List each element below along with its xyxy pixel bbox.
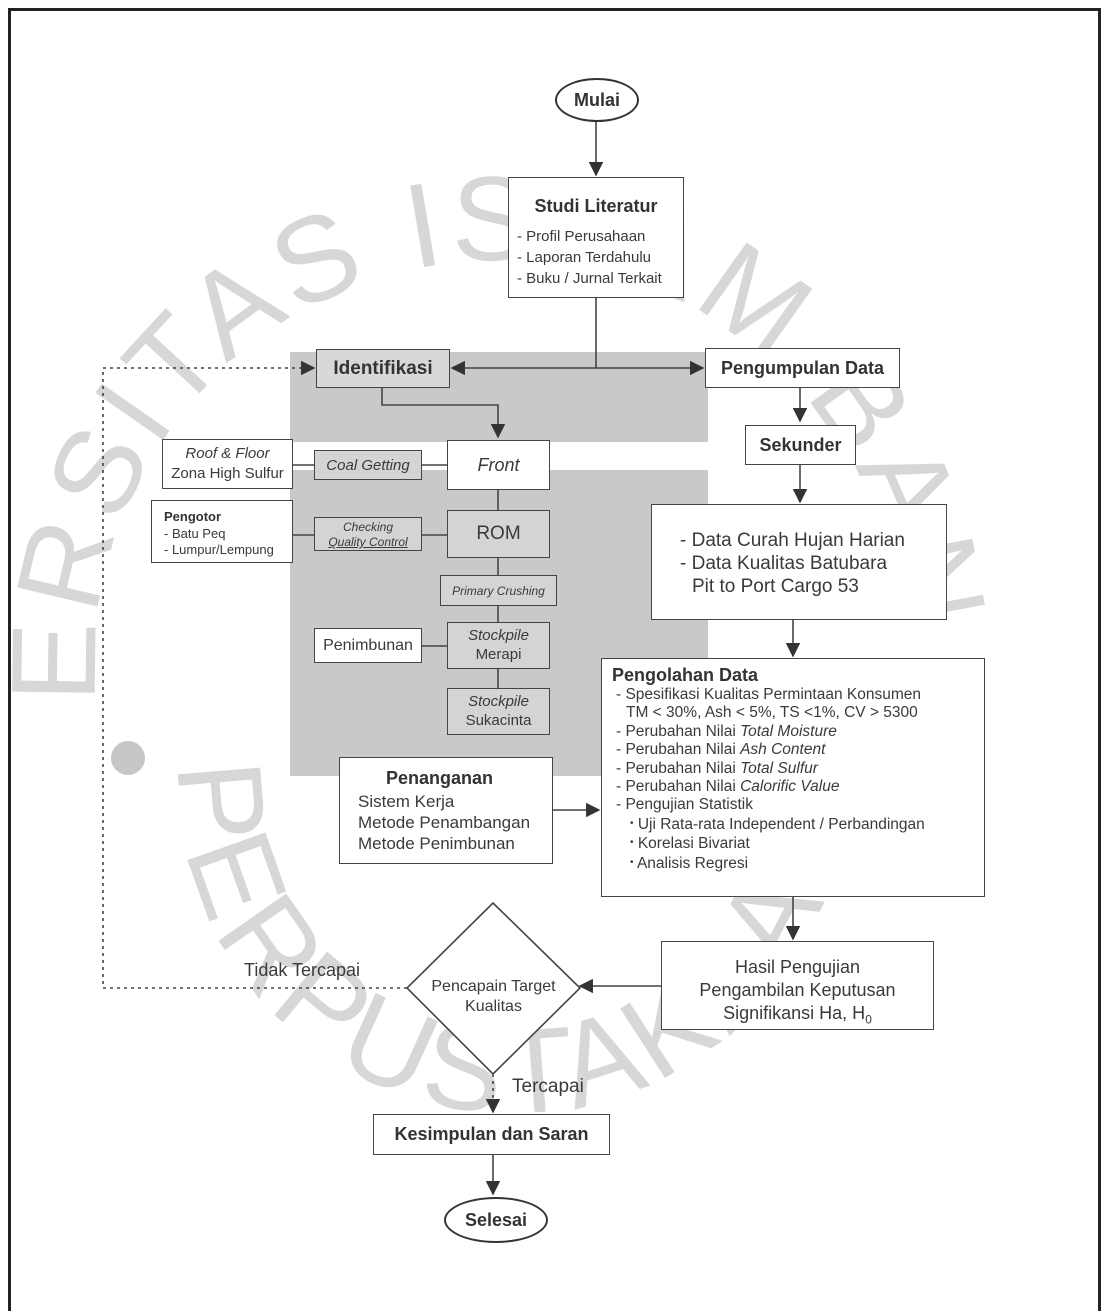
primary-crushing-label: Primary Crushing [452, 583, 545, 598]
penimbunan-box: Penimbunan [314, 628, 422, 663]
change-line-sulfur: - Perubahan Nilai Total Sulfur [616, 760, 925, 778]
data-list-text: - Data Curah Hujan Harian - Data Kualita… [680, 529, 905, 598]
pencapaian-text: Pencapain Target Kualitas [407, 977, 580, 1017]
bullet-icon: • [630, 817, 634, 829]
data-line: Pit to Port Cargo 53 [692, 576, 859, 597]
end-label: Selesai [464, 1209, 528, 1230]
tidak-tercapai-label: Tidak Tercapai [244, 960, 361, 980]
primary-crushing-box: Primary Crushing [440, 575, 557, 606]
arrow-tidak-tercapai-loop [102, 360, 407, 989]
spec-line: - Spesifikasi Kualitas Permintaan Konsum… [616, 686, 921, 703]
change-line-ash: - Perubahan Nilai Ash Content [616, 741, 925, 759]
stat-item: Korelasi Bivariat [637, 835, 750, 853]
pengotor-box: Pengotor - Batu Peq - Lumpur/Lempung [151, 500, 293, 563]
studi-literatur-box: Studi Literatur - Profil Perusahaan - La… [508, 177, 684, 298]
pengumpulan-data-label: Pengumpulan Data [720, 357, 885, 378]
sekunder-box: Sekunder [745, 425, 856, 465]
change-prefix: - Perubahan Nilai [616, 759, 741, 777]
start-label: Mulai [573, 89, 620, 110]
data-line: - Data Kualitas Batubara [680, 553, 888, 574]
stat-title: - Pengujian Statistik [616, 796, 753, 814]
stockpile-sukacinta-line1: Stockpile [468, 693, 529, 710]
change-param: Total Sulfur [740, 759, 818, 777]
pengolahan-data-box: Pengolahan Data - Spesifikasi Kualitas P… [601, 658, 985, 897]
coal-getting-box: Coal Getting [314, 450, 422, 480]
hasil-line1: Hasil Pengujian [734, 957, 861, 977]
stockpile-merapi-box: Stockpile Merapi [447, 622, 550, 669]
pencapaian-line1: Pencapain Target [431, 978, 556, 995]
rom-label: ROM [476, 523, 521, 544]
pengumpulan-data-box: Pengumpulan Data [705, 348, 900, 388]
start-node: Mulai [555, 78, 639, 122]
penimbunan-label: Penimbunan [323, 636, 413, 654]
penanganan-item: Metode Penambangan [358, 813, 531, 832]
tercapai-label: Tercapai [512, 1076, 584, 1097]
penanganan-list: Sistem Kerja Metode Penambangan Metode P… [358, 791, 530, 854]
change-param: Ash Content [740, 741, 826, 759]
penanganan-item: Sistem Kerja [358, 792, 455, 811]
hasil-line3-sub: 0 [865, 1012, 872, 1027]
studi-item: - Profil Perusahaan [517, 228, 646, 245]
coal-getting-label: Coal Getting [326, 456, 410, 474]
stockpile-sukacinta-line2: Sukacinta [465, 712, 532, 729]
roof-floor-line1: Roof & Floor [185, 445, 270, 462]
change-prefix: - Perubahan Nilai [616, 778, 741, 796]
change-param: Total Moisture [740, 722, 837, 740]
kesimpulan-box: Kesimpulan dan Saran [373, 1114, 610, 1155]
pengotor-title: Pengotor [164, 509, 222, 524]
pencapaian-diamond [405, 901, 582, 1076]
penanganan-item: Metode Penimbunan [358, 834, 515, 853]
bullet-icon: • [630, 837, 634, 849]
penanganan-box: Penanganan Sistem Kerja Metode Penambang… [339, 757, 553, 864]
stat-item: Uji Rata-rata Independent / Perbandingan [637, 815, 925, 833]
hasil-box: Hasil Pengujian Pengambilan Keputusan Si… [661, 941, 934, 1030]
stockpile-merapi-line2: Merapi [475, 646, 522, 663]
pengotor-item: - Lumpur/Lempung [164, 542, 274, 557]
pengolahan-list: - Spesifikasi Kualitas Permintaan Konsum… [616, 686, 925, 873]
studi-item: - Buku / Jurnal Terkait [517, 270, 662, 287]
stat-item-line: • Uji Rata-rata Independent / Perbanding… [616, 815, 925, 834]
data-line: - Data Curah Hujan Harian [680, 530, 905, 551]
change-param: Calorific Value [740, 778, 840, 796]
checking-box: Checking Quality Control [314, 517, 422, 551]
change-line-moisture: - Perubahan Nilai Total Moisture [616, 723, 925, 741]
bullet-icon: • [630, 856, 634, 868]
change-line-calorific: - Perubahan Nilai Calorific Value [616, 778, 925, 796]
front-label: Front [477, 454, 520, 475]
studi-literatur-title: Studi Literatur [534, 196, 658, 216]
front-box: Front [447, 440, 550, 490]
stat-item-line: • Analisis Regresi [616, 854, 925, 873]
arrow-identifikasi-front [381, 388, 506, 439]
pengotor-item: - Batu Peq [164, 526, 226, 541]
roof-floor-line2: Zona High Sulfur [171, 465, 284, 482]
change-prefix: - Perubahan Nilai [616, 741, 741, 759]
page-frame-right [1098, 8, 1101, 1311]
hasil-line3-main: Signifikansi Ha, H [723, 1003, 866, 1023]
sekunder-label: Sekunder [759, 434, 842, 455]
stat-item-line: • Korelasi Bivariat [616, 834, 925, 853]
pencapaian-line2: Kualitas [465, 998, 522, 1015]
stockpile-merapi-line1: Stockpile [468, 627, 529, 644]
page-frame [8, 8, 1099, 1311]
identifikasi-label: Identifikasi [333, 357, 433, 379]
end-node: Selesai [444, 1197, 548, 1243]
studi-item: - Laporan Terdahulu [517, 249, 651, 266]
roof-floor-box: Roof & Floor Zona High Sulfur [162, 439, 293, 489]
pengolahan-title: Pengolahan Data [612, 665, 759, 685]
kesimpulan-label: Kesimpulan dan Saran [394, 1124, 589, 1144]
penanganan-title: Penanganan [386, 768, 494, 788]
studi-literatur-list: - Profil Perusahaan - Laporan Terdahulu … [517, 226, 662, 289]
hasil-line2: Pengambilan Keputusan [699, 980, 896, 1000]
change-prefix: - Perubahan Nilai [616, 722, 741, 740]
checking-line2: Quality Control [328, 535, 408, 549]
stockpile-sukacinta-box: Stockpile Sukacinta [447, 688, 550, 735]
rom-box: ROM [447, 510, 550, 558]
stat-item: Analisis Regresi [636, 854, 749, 872]
hasil-line3: Signifikansi Ha, H0 [662, 1003, 933, 1027]
spec-values: TM < 30%, Ash < 5%, TS <1%, CV > 5300 [626, 704, 918, 722]
data-list-box: - Data Curah Hujan Harian - Data Kualita… [651, 504, 947, 620]
identifikasi-box: Identifikasi [316, 349, 450, 388]
checking-line1: Checking [342, 520, 394, 534]
